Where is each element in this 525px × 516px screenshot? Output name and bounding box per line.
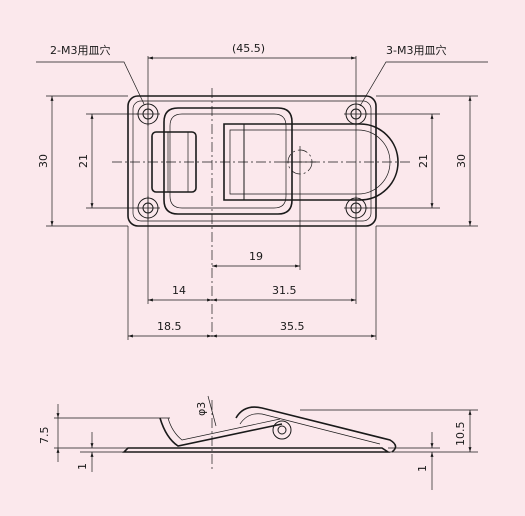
top-view: 2-M3用皿穴 3-M3用皿穴 (45.5) 30 21 21 30 19 14…	[36, 42, 488, 340]
note-right-countersink: 3-M3用皿穴	[386, 43, 446, 57]
dim-35-5: 35.5	[280, 320, 305, 333]
dim-1-right: 1	[416, 465, 429, 472]
dim-31-5: 31.5	[272, 284, 297, 297]
dim-overall-width: (45.5)	[232, 42, 265, 55]
dim-hole-pitch-left: 21	[77, 154, 90, 168]
dim-height-right: 30	[455, 154, 468, 168]
dim-hole-pitch-right: 21	[417, 154, 430, 168]
dim-7-5: 7.5	[38, 427, 51, 445]
dim-phi3: φ3	[195, 402, 208, 416]
wire-bail	[163, 107, 293, 215]
dim-1-left: 1	[76, 463, 89, 470]
dim-14: 14	[172, 284, 186, 297]
dim-18-5: 18.5	[157, 320, 182, 333]
dim-10-5: 10.5	[454, 422, 467, 447]
hook-tongue	[223, 123, 399, 201]
base-plate	[127, 95, 377, 227]
side-base-strip	[122, 447, 391, 453]
note-left-countersink: 2-M3用皿穴	[50, 43, 110, 57]
dim-height-left: 30	[37, 154, 50, 168]
side-view: 7.5 φ3 10.5 1 1	[38, 395, 478, 490]
side-bail-arm	[159, 417, 283, 447]
side-pin	[272, 420, 292, 440]
dim-19: 19	[249, 250, 263, 263]
